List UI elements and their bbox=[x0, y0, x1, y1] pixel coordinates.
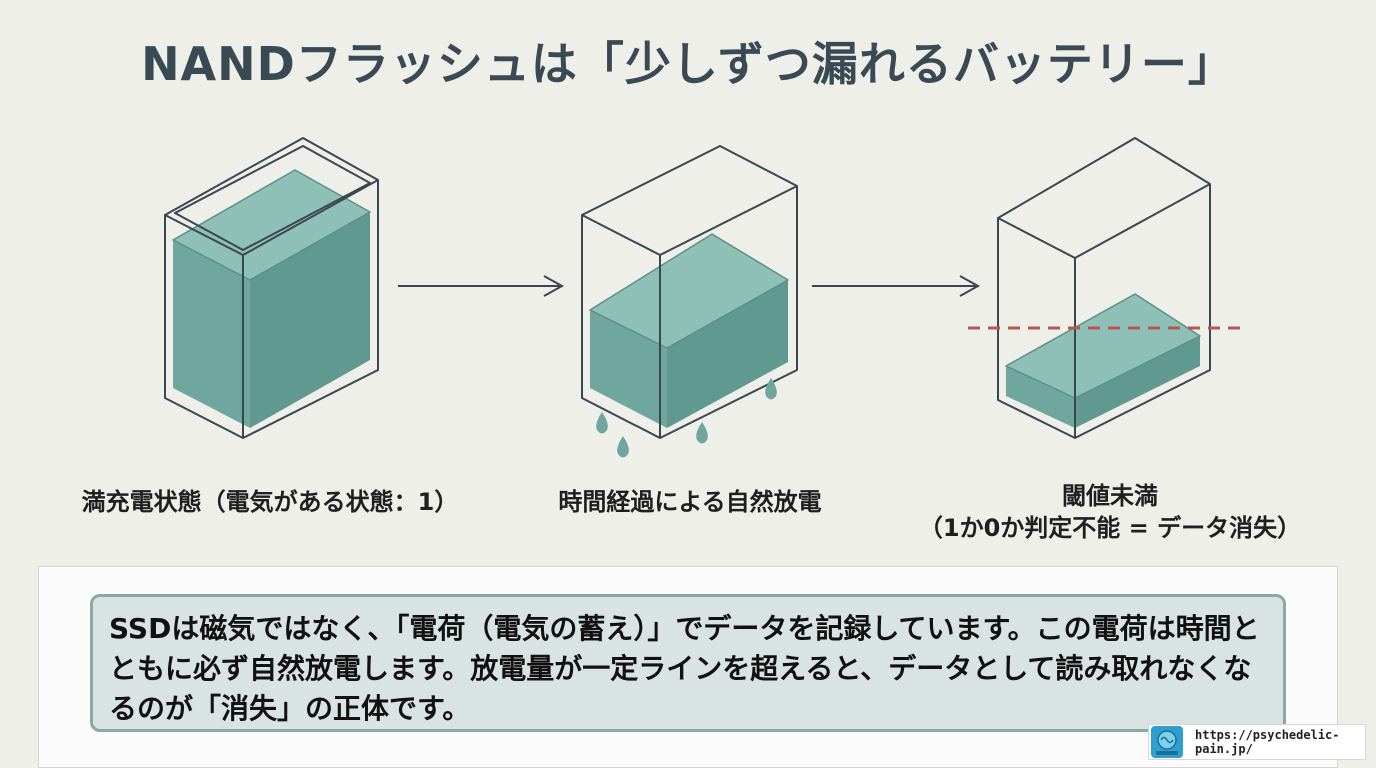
page-title: NANDフラッシュは「少しずつ漏れるバッテリー」 bbox=[141, 37, 1235, 91]
container-below-threshold bbox=[968, 137, 1240, 439]
stage-label-threshold-detail: （1か0か判定不能 = データ消失） bbox=[918, 514, 1302, 542]
stage-label-discharging: 時間経過による自然放電 bbox=[558, 488, 822, 516]
site-url-badge[interactable]: https://psychedelic-pain.jp/ bbox=[1148, 724, 1366, 760]
liquid-full bbox=[172, 169, 371, 428]
container-discharging bbox=[581, 145, 798, 458]
brain-logo-icon bbox=[1151, 726, 1183, 758]
arrow-1 bbox=[398, 275, 565, 297]
liquid-low bbox=[1005, 293, 1201, 428]
liquid-discharging bbox=[589, 233, 789, 428]
container-full-charge bbox=[164, 137, 379, 439]
charge-diagram bbox=[164, 137, 1240, 458]
explanation-callout: SSDは磁気ではなく、「電荷（電気の蓄え）」でデータを記録しています。この電荷は… bbox=[90, 594, 1286, 732]
stage-label-full: 満充電状態（電気がある状態：1） bbox=[81, 488, 459, 516]
site-url[interactable]: https://psychedelic-pain.jp/ bbox=[1195, 728, 1340, 756]
leak-drops bbox=[596, 378, 777, 458]
stage-label-threshold: 閾値未満 bbox=[1062, 482, 1158, 510]
arrow-2 bbox=[812, 275, 981, 297]
